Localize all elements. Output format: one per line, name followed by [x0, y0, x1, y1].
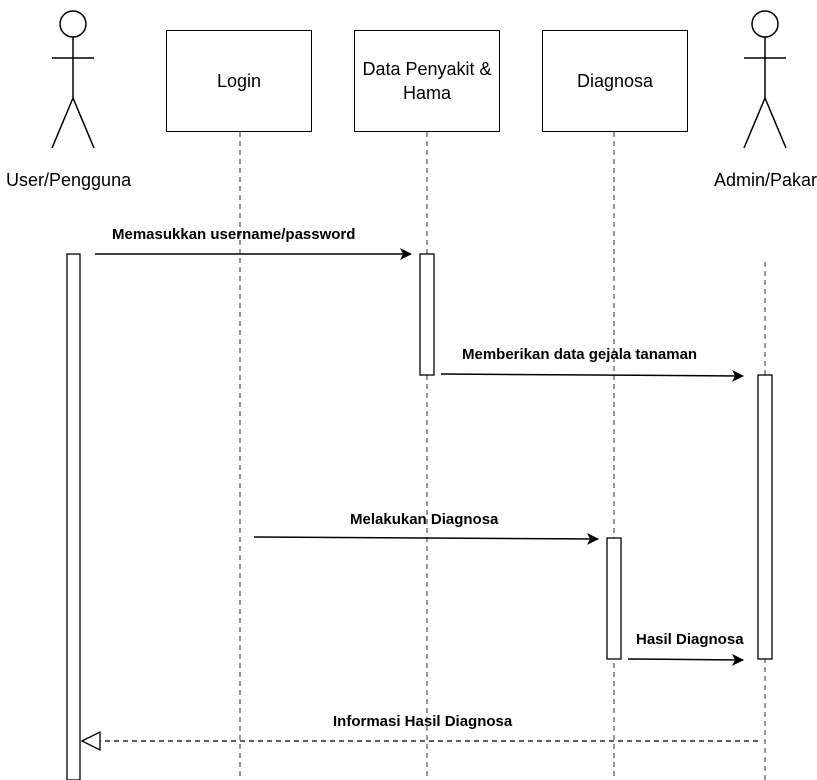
admin-activation-bar	[757, 374, 773, 660]
message-label-diagnosa: Melakukan Diagnosa	[350, 511, 499, 528]
return-arrowhead	[80, 730, 101, 752]
user-actor-figure	[51, 10, 95, 149]
user-activation-bar	[66, 253, 81, 780]
message-label-hasil: Hasil Diagnosa	[636, 631, 744, 648]
login-label: Login	[216, 71, 262, 91]
admin-actor-figure	[743, 10, 787, 149]
data-penyakit-activation-bar	[419, 253, 435, 376]
login-box: Login	[166, 30, 312, 132]
message-label-informasi: Informasi Hasil Diagnosa	[333, 713, 513, 730]
message-arrow-diagnosa	[253, 532, 599, 545]
message-arrow-gejala	[440, 369, 744, 382]
message-arrow-hasil	[627, 653, 744, 666]
user-actor-label: User/Pengguna	[6, 170, 132, 190]
data-penyakit-label: Data Penyakit & Hama	[362, 57, 491, 105]
diagnosa-box: Diagnosa	[542, 30, 688, 132]
data-penyakit-label-line2: Hama	[402, 83, 451, 103]
data-penyakit-label-line1: Data Penyakit &	[362, 59, 492, 79]
diagnosa-activation-bar	[606, 537, 622, 660]
admin-actor-label: Admin/Pakar	[714, 170, 817, 190]
message-label-gejala: Memberikan data gejala tanaman	[462, 346, 698, 363]
message-label-login: Memasukkan username/password	[112, 226, 356, 243]
diagnosa-label: Diagnosa	[576, 71, 654, 91]
data-penyakit-box: Data Penyakit & Hama	[354, 30, 500, 132]
